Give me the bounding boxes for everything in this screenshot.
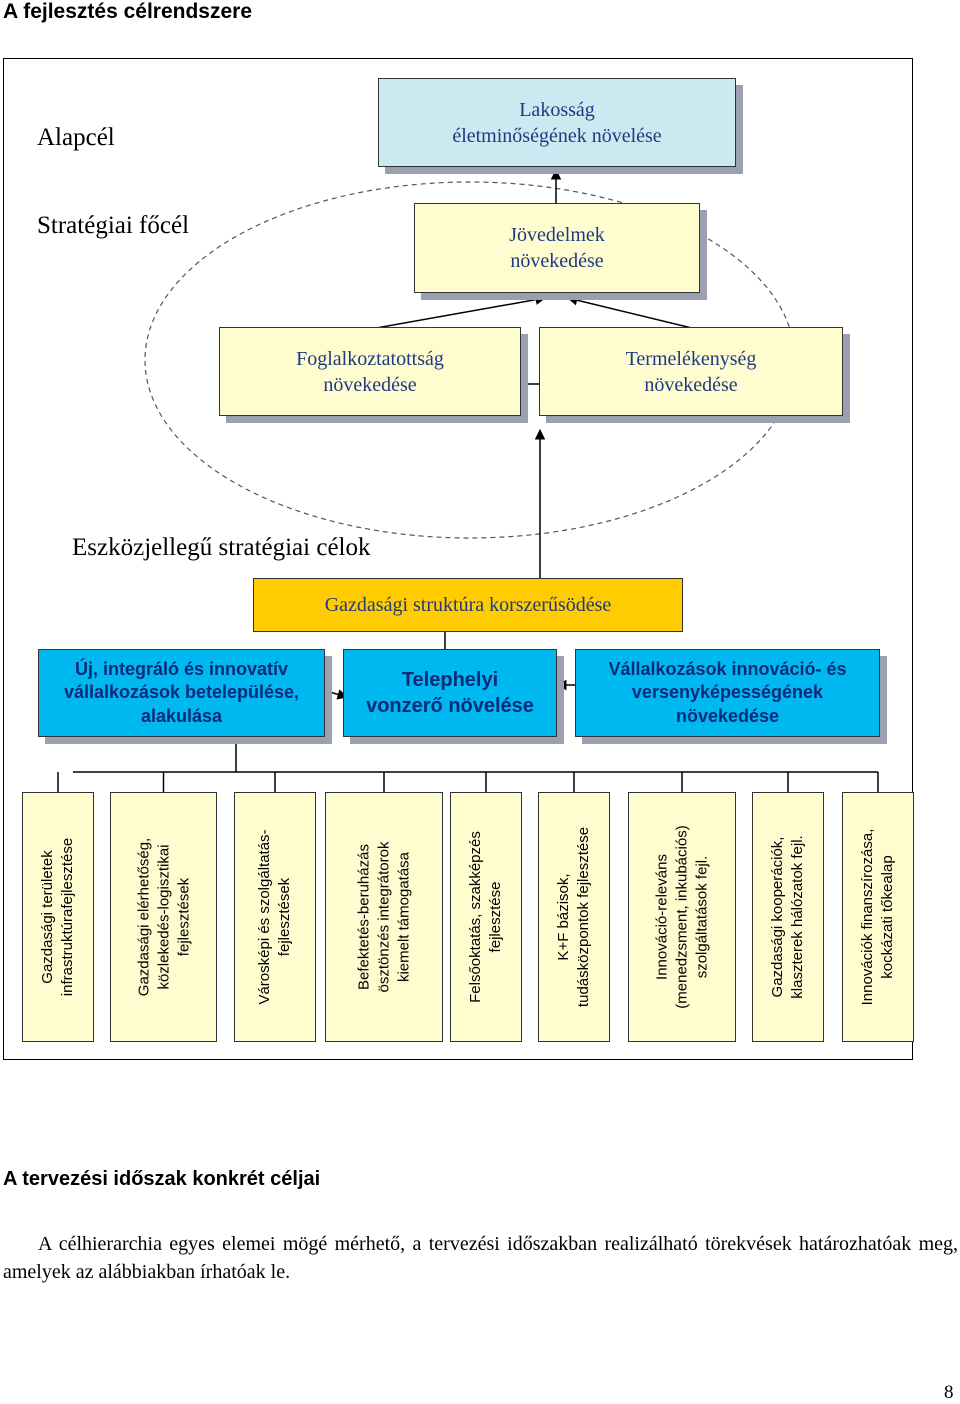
vertical-box-line: szolgáltatások fejl. <box>692 855 710 979</box>
vertical-box-text: Gazdasági elérhetőség,közlekedés-logiszt… <box>134 796 193 1038</box>
vertical-box-line: kockázati tőkealap <box>879 855 896 979</box>
vertical-box-line: Gazdasági területek <box>39 850 57 984</box>
vertical-box-2: Gazdasági elérhetőség,közlekedés-logiszt… <box>110 792 217 1042</box>
vertical-box-line: klaszterek hálózatok fejl. <box>789 835 806 999</box>
vertical-box-6: K+F bázisok,tudásközpontok fejlesztése <box>538 792 610 1042</box>
vertical-box-line: fejlesztések <box>174 877 192 957</box>
label-strategiai-focel: Stratégiai főcél <box>37 212 190 239</box>
vertical-box-3: Városképi és szolgáltatás-fejlesztések <box>234 792 316 1042</box>
box-gazdasagi-struktura: Gazdasági struktúra korszerűsödése <box>253 578 683 632</box>
vertical-box-text: Innováció-releváns(menedzsment, inkubáci… <box>652 796 711 1038</box>
vertical-box-8: Gazdasági kooperációk,klaszterek hálózat… <box>752 792 824 1042</box>
vertical-box-text: K+F bázisok,tudásközpontok fejlesztése <box>554 796 594 1038</box>
vertical-box-line: (menedzsment, inkubációs) <box>673 825 691 1009</box>
vertical-box-line: Innovációk finanszírozása, <box>859 828 877 1006</box>
vertical-box-line: ösztönzés integrátorok <box>375 841 393 993</box>
vertical-box-line: Felsőoktatás, szakképzés <box>467 831 485 1003</box>
vertical-box-7: Innováció-releváns(menedzsment, inkubáci… <box>628 792 736 1042</box>
vertical-box-text: Innovációk finanszírozása,kockázati tőke… <box>858 796 898 1038</box>
vertical-box-line: Innováció-releváns <box>653 854 671 980</box>
vertical-box-line: Befektetés-beruházás <box>355 844 373 990</box>
vertical-box-line: tudásközpontok fejlesztése <box>575 826 592 1008</box>
vertical-box-line: kiemelt támogatása <box>394 851 412 983</box>
vertical-box-line: Gazdasági elérhetőség, <box>134 837 152 997</box>
vertical-box-text: Városképi és szolgáltatás-fejlesztések <box>255 796 295 1038</box>
diagram-frame <box>3 58 913 1060</box>
page-title: A fejlesztés célrendszere <box>3 0 253 23</box>
vertical-box-line: infrastruktúrafejlesztése <box>59 837 76 997</box>
label-alapcel: Alapcél <box>37 124 115 151</box>
vertical-box-line: fejlesztések <box>276 877 293 957</box>
vertical-box-line: fejlesztése <box>487 881 504 953</box>
vertical-box-line: Városképi és szolgáltatás- <box>256 829 274 1005</box>
paragraph: A célhierarchia egyes elemei mögé mérhet… <box>3 1233 958 1283</box>
vertical-box-line: Gazdasági kooperációk, <box>769 836 787 998</box>
vertical-box-line: közlekedés-logisztikai <box>154 844 172 990</box>
section-title: A tervezési időszak konkrét céljai <box>3 1168 321 1190</box>
vertical-box-line: K+F bázisok, <box>555 873 573 961</box>
vertical-box-text: Gazdasági kooperációk,klaszterek hálózat… <box>768 796 808 1038</box>
label-eszkozjellegu: Eszközjellegű stratégiai célok <box>72 534 371 561</box>
page-number: 8 <box>944 1382 954 1403</box>
vertical-box-9: Innovációk finanszírozása,kockázati tőke… <box>842 792 914 1042</box>
